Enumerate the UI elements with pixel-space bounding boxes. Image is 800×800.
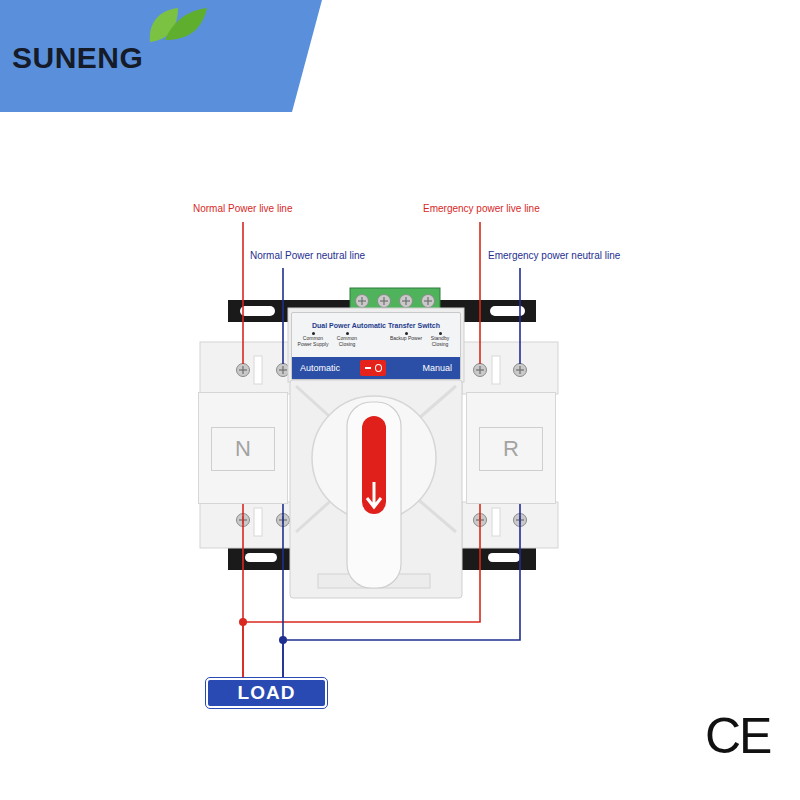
terminal-tab [254,508,262,536]
bracket-slot [245,553,277,562]
power-module: N [198,392,288,504]
wire-label: Normal Power live line [193,203,292,215]
neutral-wire [519,268,521,364]
label-holder: Emergency power neutral line [488,250,620,262]
switch-symbol [375,364,382,372]
switch-body [290,380,462,598]
indicator-label: Common Power Supply [296,332,330,347]
panel-title: Dual Power Automatic Transfer Switch [292,322,460,329]
mode-label: Manual [422,363,452,373]
label-holder: Normal Power live line [193,203,292,215]
module-row: R [467,393,555,471]
module-housing [200,502,296,548]
module-housing [462,342,558,394]
mode-label: Automatic [300,363,340,373]
brand-band [0,0,322,112]
load-box: LOAD [206,678,327,708]
ce-mark: CE [705,706,770,766]
terminal-screw [474,364,487,377]
terminal-tab [492,356,500,384]
panel-title: Dual Power Automatic Transfer Switch [292,322,460,329]
wire-label: Emergency power neutral line [488,250,620,262]
terminal-screw [400,295,413,308]
module-housing [200,342,296,394]
indicator-label: Standby Closing [423,332,457,347]
terminal-tab [254,356,262,384]
brand-logo: SUNENG [12,40,143,76]
leaf-icon [165,8,207,40]
label-holder: SUNENG [12,40,143,76]
neutral-wire [282,268,284,364]
terminal-screw [356,295,369,308]
bracket-slot [240,306,275,316]
switch-body [288,308,464,382]
handle-arrow [367,482,381,507]
switch-label-panel: Dual Power Automatic Transfer SwitchComm… [291,312,461,380]
mode-band: Automatic Manual [292,357,460,379]
terminal-screw [514,364,527,377]
switch-symbol [365,367,371,369]
module-letter: N [211,427,275,471]
terminal-screw [378,295,391,308]
live-wire [243,504,480,678]
load-label: LOAD [238,682,296,704]
bracket-slot [488,553,520,562]
wire-label: Emergency power live line [423,203,540,215]
panel-row: Common Power SupplyCommon Closing Backup … [292,332,460,347]
switch-handle [347,402,401,588]
terminal-screw [237,364,250,377]
terminal-tab [492,508,500,536]
label-holder: Emergency power live line [423,203,540,215]
live-wire [479,222,481,364]
module-letter: R [479,427,543,471]
handle-stripe [362,416,386,514]
neutral-wire [283,504,520,678]
live-wire [242,222,244,364]
indicator-label: Common Closing [330,332,364,347]
junction-dot [279,636,287,644]
module-row: N [199,393,287,471]
indicator-label: Backup Power [389,332,423,347]
rocker-switch [360,360,386,376]
load-row: LOAD [238,682,296,704]
junction-dot [239,618,247,626]
terminal-screw [422,295,435,308]
wire-label: Normal Power neutral line [250,250,365,262]
module-housing [462,502,558,548]
label-holder: CE [705,706,770,766]
label-holder: Normal Power neutral line [250,250,365,262]
power-module: R [466,392,556,504]
body-rib [414,496,456,532]
